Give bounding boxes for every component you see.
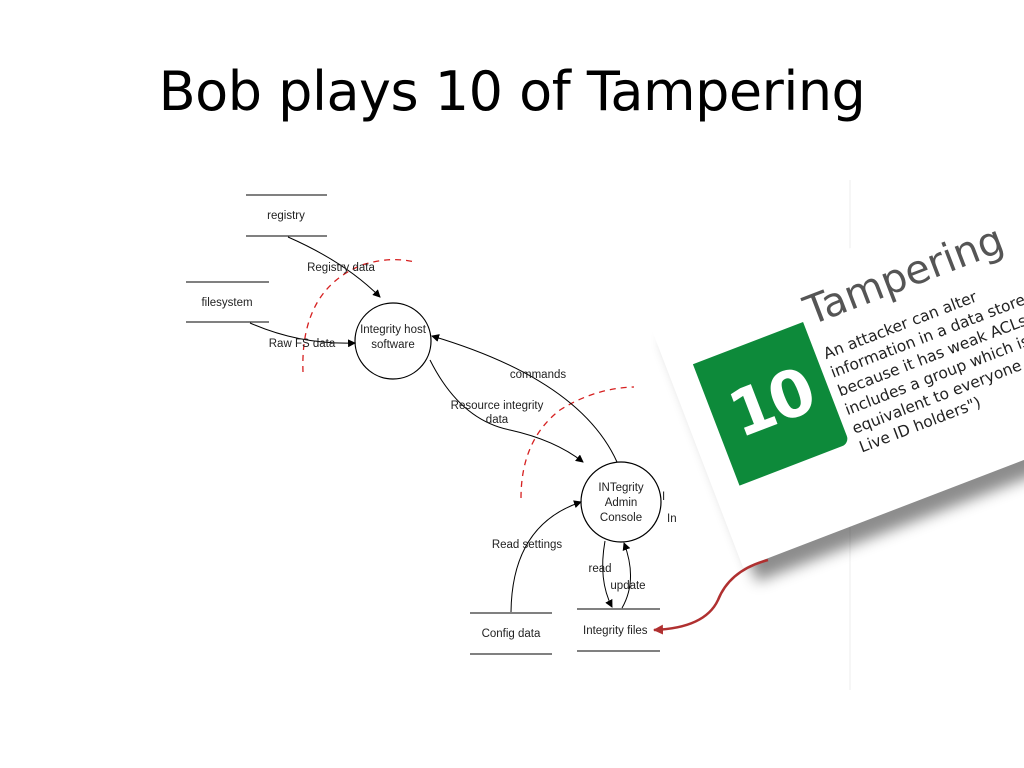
store-label-config: Config data (482, 628, 541, 640)
store-label-filesystem: filesystem (201, 297, 252, 309)
process-integrity-host: Integrity host software (354, 302, 432, 380)
process-console-line1: INTegrity (598, 482, 644, 494)
flow-update (621, 542, 632, 609)
trust-boundary-host (302, 258, 416, 373)
store-label-integrity-files: Integrity files (583, 625, 648, 637)
process-host-line2: software (371, 339, 414, 351)
store-filesystem: filesystem (186, 281, 269, 323)
store-integrity-files: Integrity files (577, 608, 660, 652)
flow-label-registry-data: Registry data (307, 262, 375, 274)
flow-label-raw-fs: Raw FS data (269, 338, 336, 350)
process-host-line1: Integrity host (360, 324, 427, 336)
flow-registry-data (287, 236, 381, 298)
store-registry: registry (246, 194, 327, 237)
flow-read (602, 540, 613, 608)
flow-label-resource-integrity-1: Resource integrity (451, 400, 544, 412)
partial-label-in: In (667, 513, 677, 525)
flow-raw-fs-data (249, 322, 356, 348)
store-label-registry: registry (267, 210, 305, 222)
slide-title: Bob plays 10 of Tampering (158, 60, 866, 123)
flow-label-read: read (588, 563, 611, 575)
partial-label-i: I (662, 491, 665, 503)
flow-resource-integrity (429, 359, 584, 463)
flow-label-read-settings: Read settings (492, 539, 563, 551)
process-admin-console: INTegrity Admin Console (580, 461, 662, 543)
flow-label-commands: commands (510, 369, 566, 381)
process-console-line2: Admin (605, 497, 638, 509)
flow-label-update: update (610, 580, 645, 592)
flow-label-resource-integrity-2: data (486, 414, 509, 426)
flow-commands (431, 334, 618, 463)
trust-boundary-console (520, 386, 635, 499)
flow-read-settings (510, 500, 582, 613)
store-config-data: Config data (470, 612, 552, 655)
process-console-line3: Console (600, 512, 642, 524)
